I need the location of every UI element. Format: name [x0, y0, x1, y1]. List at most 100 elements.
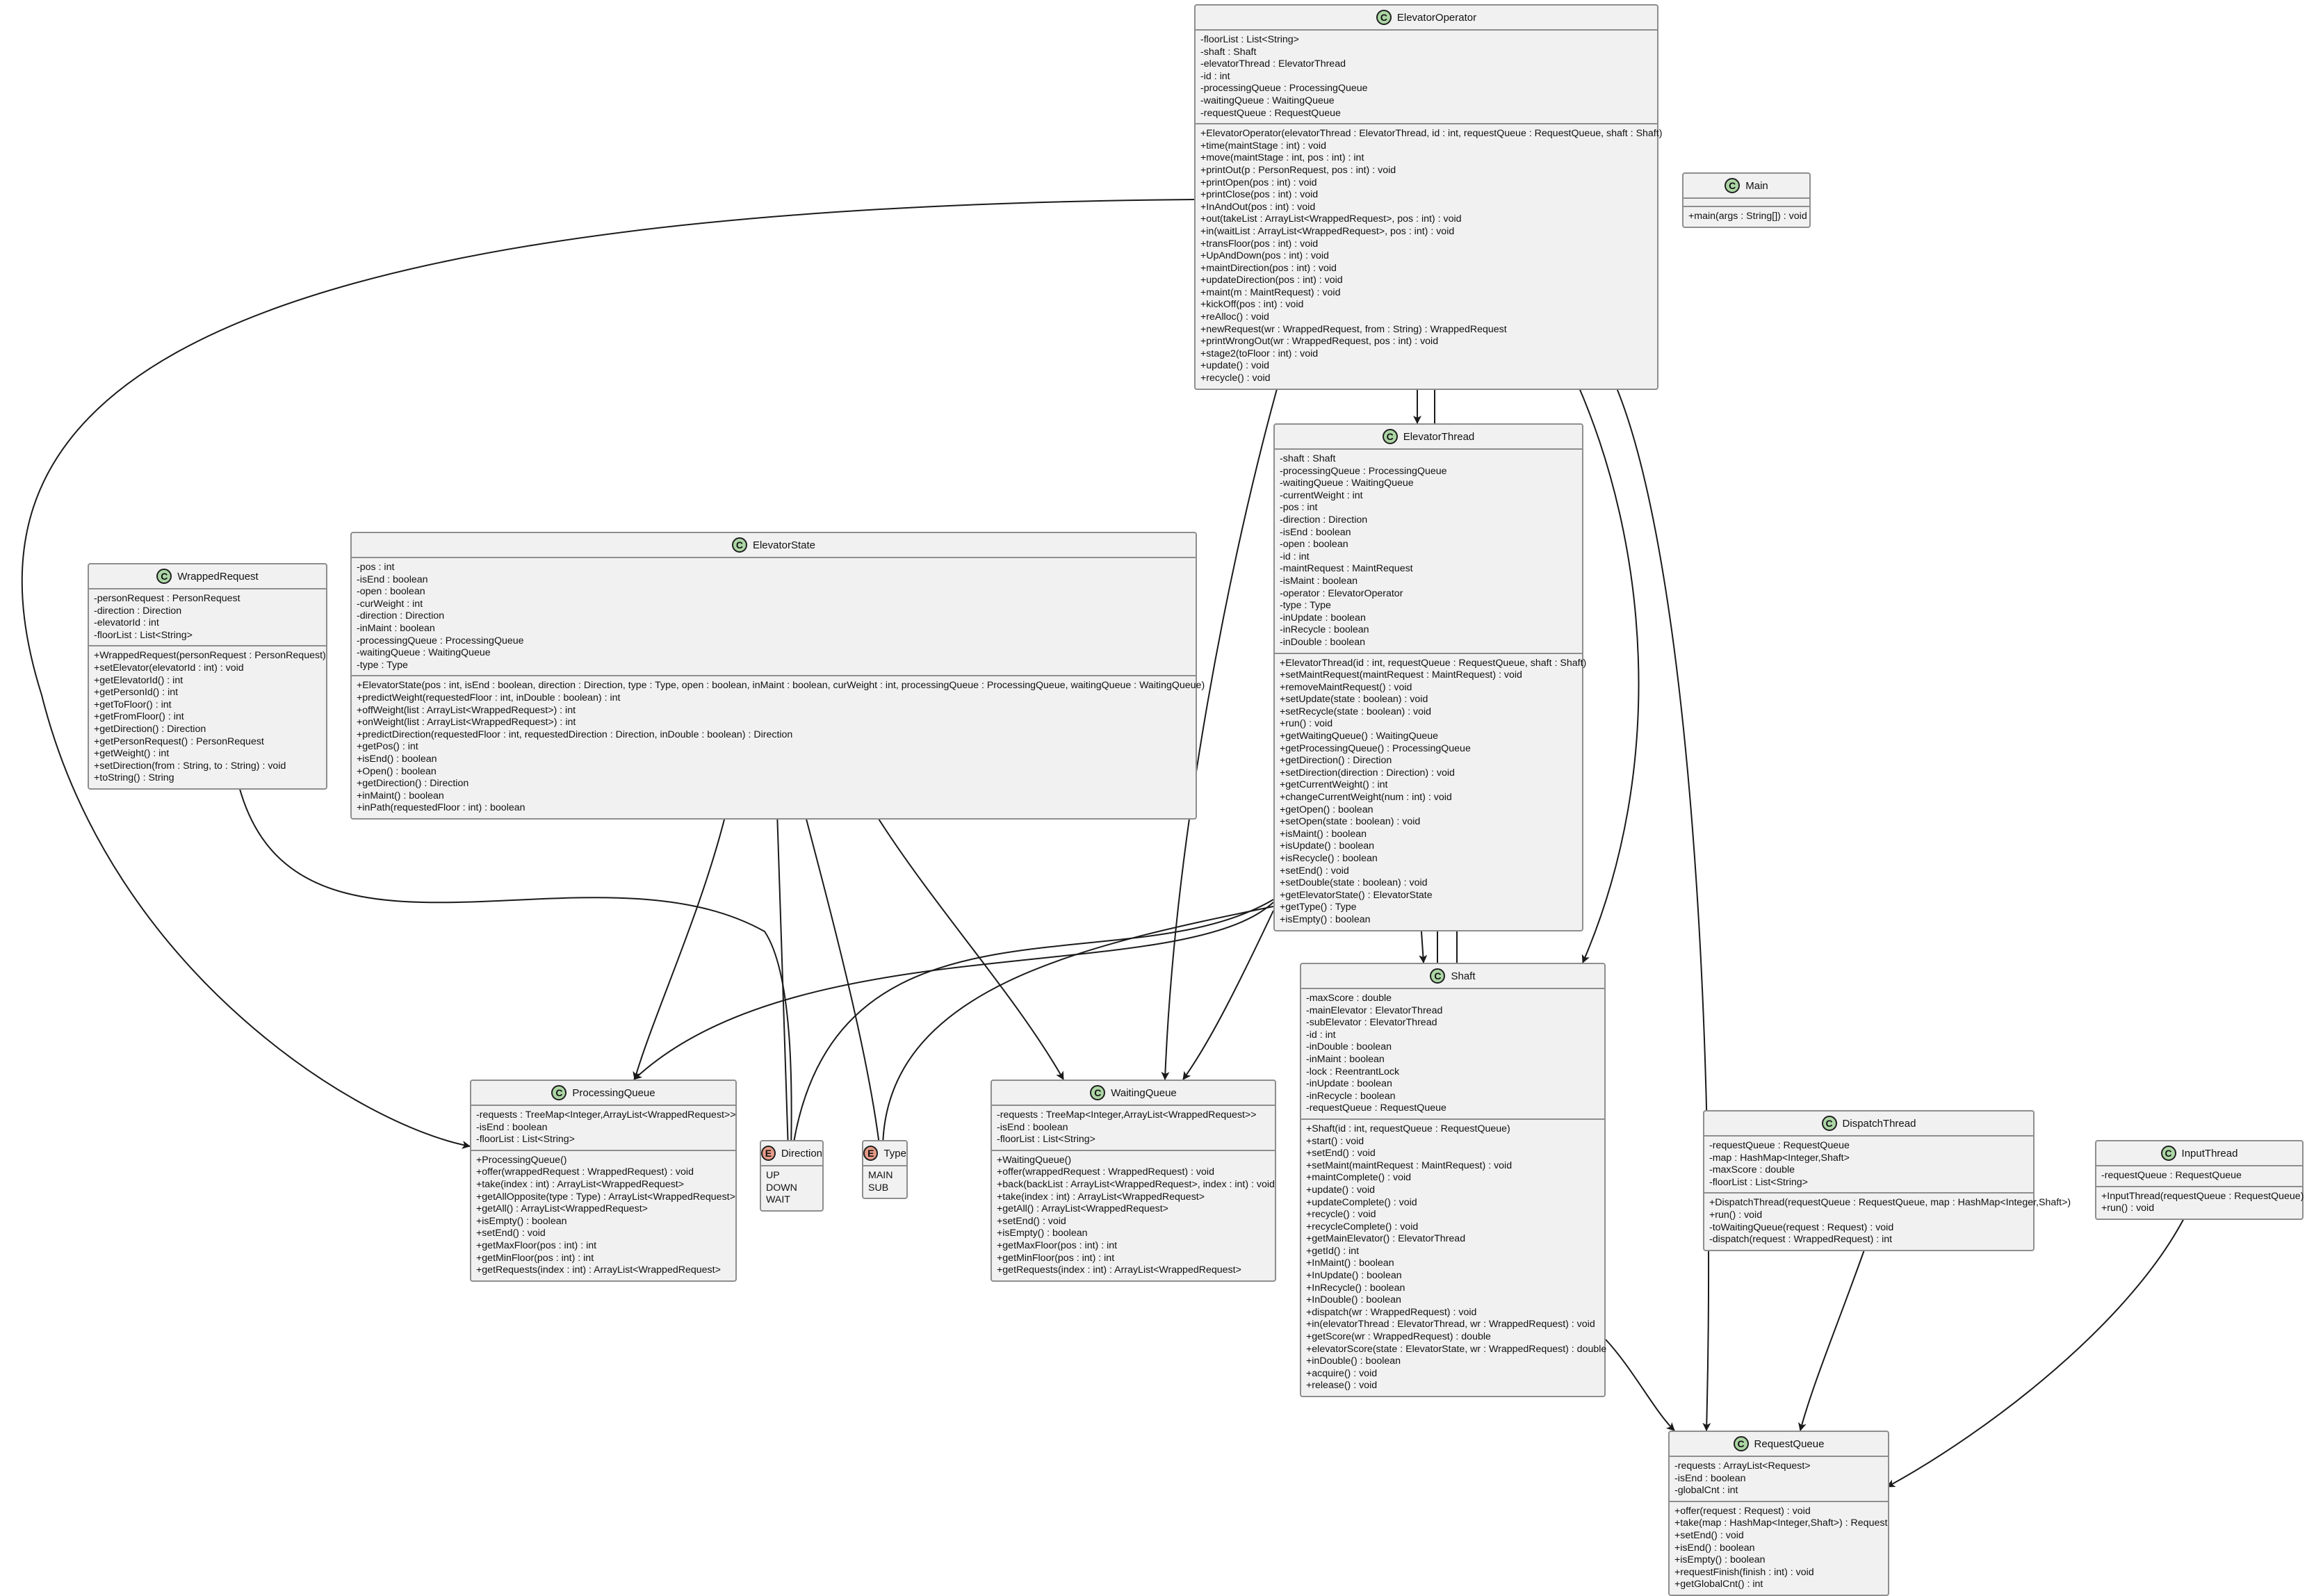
method-item: +isMaint() : boolean: [1280, 828, 1367, 840]
method-item: +predictDirection(requestedFloor : int, …: [357, 728, 793, 740]
method-item: +getElevatorId() : int: [94, 674, 184, 686]
method-item: +getType() : Type: [1280, 902, 1357, 913]
method-item: +in(elevatorThread : ElevatorThread, wr …: [1306, 1319, 1595, 1330]
method-item: +setEnd() : void: [476, 1228, 546, 1239]
method-item: +getDirection() : Direction: [1280, 755, 1392, 767]
class-icon: C: [1382, 429, 1398, 444]
field-item: -floorList : List<String>: [94, 629, 193, 641]
method-item: +setDouble(state : boolean) : void: [1280, 877, 1428, 889]
class-name: ElevatorOperator: [1396, 11, 1477, 24]
enum-icon: E: [863, 1146, 879, 1161]
method-item: +getScore(wr : WrappedRequest) : double: [1306, 1331, 1491, 1343]
method-item: +run() : void: [1709, 1209, 1763, 1221]
class-fields: [1684, 199, 1809, 206]
method-item: +update() : void: [1306, 1184, 1375, 1196]
field-item: -requests : TreeMap<Integer,ArrayList<Wr…: [997, 1109, 1257, 1121]
field-item: -requests : ArrayList<Request>: [1674, 1460, 1811, 1472]
field-item: -id : int: [1200, 70, 1230, 82]
method-item: +run() : void: [1280, 718, 1333, 730]
method-item: +take(map : HashMap<Integer,Shaft>) : Re…: [1674, 1517, 1888, 1529]
method-item: +onWeight(list : ArrayList<WrappedReques…: [357, 717, 576, 728]
method-item: +getElevatorState() : ElevatorState: [1280, 889, 1433, 901]
method-item: +release() : void: [1306, 1380, 1378, 1392]
field-item: -waitingQueue : WaitingQueue: [1280, 478, 1414, 489]
field-item: -requestQueue : RequestQueue: [1200, 107, 1341, 119]
method-item: +printOpen(pos : int) : void: [1200, 177, 1317, 188]
edge-thread-waitingqueue: [1182, 910, 1274, 1080]
class-methods: +DispatchThread(requestQueue : RequestQu…: [1704, 1192, 2071, 1249]
method-item: +getMaxFloor(pos : int) : int: [476, 1239, 597, 1251]
field-item: -inUpdate : boolean: [1306, 1078, 1392, 1090]
method-item: +WaitingQueue(): [997, 1154, 1072, 1166]
field-item: -inRecycle : boolean: [1306, 1090, 1396, 1102]
field-item: SUB: [868, 1182, 889, 1194]
class-icon: C: [1725, 178, 1741, 193]
method-item: +maintComplete() : void: [1306, 1172, 1411, 1184]
method-item: +offer(wrappedRequest : WrappedRequest) …: [476, 1166, 694, 1178]
class-icon: C: [1733, 1436, 1749, 1451]
method-item: -dispatch(request : WrappedRequest) : in…: [1709, 1234, 1893, 1246]
method-item: +start() : void: [1306, 1135, 1364, 1147]
class-methods: +ElevatorThread(id : int, requestQueue :…: [1275, 652, 1586, 930]
class-fields: -requests : ArrayList<Request>-isEnd : b…: [1670, 1457, 1888, 1501]
field-item: -subElevator : ElevatorThread: [1306, 1017, 1437, 1029]
class-name: WaitingQueue: [1111, 1086, 1177, 1099]
field-item: -open : boolean: [357, 586, 425, 598]
field-item: -direction : Direction: [357, 610, 445, 622]
field-item: -shaft : Shaft: [1200, 46, 1257, 58]
field-item: MAIN: [868, 1170, 893, 1181]
field-item: -open : boolean: [1280, 539, 1348, 551]
method-item: +maint(m : MaintRequest) : void: [1200, 286, 1341, 298]
method-item: +getMaxFloor(pos : int) : int: [997, 1239, 1118, 1251]
method-item: +inMaint() : boolean: [357, 790, 444, 801]
field-item: -elevatorThread : ElevatorThread: [1200, 58, 1346, 70]
method-item: +isEmpty() : boolean: [476, 1215, 567, 1227]
field-item: -inMaint : boolean: [1306, 1053, 1385, 1065]
class-fields: -requests : TreeMap<Integer,ArrayList<Wr…: [992, 1106, 1275, 1150]
field-item: -isMaint : boolean: [1280, 575, 1358, 587]
class-fields: -maxScore : double-mainElevator : Elevat…: [1301, 989, 1604, 1118]
method-item: +isEmpty() : boolean: [1280, 913, 1371, 925]
field-item: -operator : ElevatorOperator: [1280, 587, 1403, 599]
method-item: +offWeight(list : ArrayList<WrappedReque…: [357, 704, 576, 716]
field-item: -waitingQueue : WaitingQueue: [1200, 95, 1335, 106]
edge-wrapped-direction: [237, 781, 796, 1151]
method-item: +getFromFloor() : int: [94, 711, 184, 723]
method-item: +requestFinish(finish : int) : void: [1674, 1566, 1814, 1578]
class-icon: C: [1821, 1116, 1837, 1131]
edge-state-processingqueue: [633, 811, 727, 1080]
method-item: +acquire() : void: [1306, 1367, 1378, 1379]
edge-state-direction: [776, 811, 792, 1151]
method-item: +setMaint(maintRequest : MaintRequest) :…: [1306, 1159, 1513, 1171]
method-item: +getAllOpposite(type : Type) : ArrayList…: [476, 1191, 735, 1203]
method-item: +inPath(requestedFloor : int) : boolean: [357, 802, 525, 814]
method-item: +Open() : boolean: [357, 765, 437, 777]
field-item: -elevatorId : int: [94, 617, 159, 629]
class-name: ProcessingQueue: [572, 1086, 655, 1099]
class-icon: C: [1430, 968, 1446, 984]
class-fields: -shaft : Shaft-processingQueue : Process…: [1275, 450, 1582, 653]
class-fields: -personRequest : PersonRequest-direction…: [89, 589, 326, 645]
field-item: -isEnd : boolean: [357, 573, 428, 585]
field-item: -type : Type: [1280, 600, 1331, 612]
method-item: +maintDirection(pos : int) : void: [1200, 262, 1337, 274]
method-item: +getAll() : ArrayList<WrappedRequest>: [476, 1203, 648, 1215]
method-item: +changeCurrentWeight(num : int) : void: [1280, 792, 1452, 804]
method-item: +inDouble() : boolean: [1306, 1355, 1401, 1367]
field-item: -id : int: [1306, 1029, 1336, 1041]
